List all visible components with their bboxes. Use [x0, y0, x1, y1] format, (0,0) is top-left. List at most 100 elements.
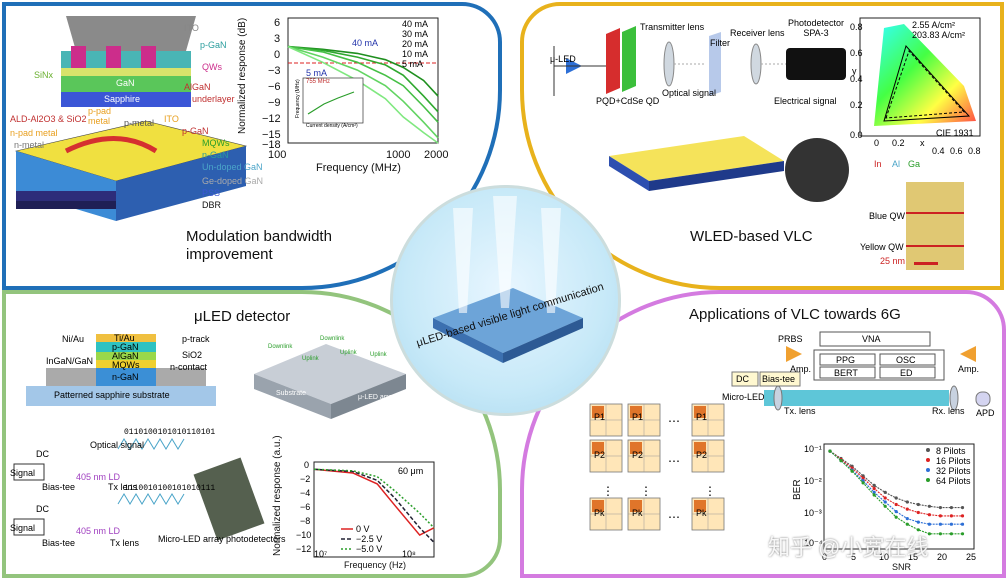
- label-biastee: Bias-tee: [762, 374, 796, 384]
- algan-layer: [61, 68, 191, 76]
- label-pss: PSS: [202, 188, 221, 198]
- pilot-cell: [630, 406, 642, 418]
- chart1-frame: [287, 17, 439, 144]
- grid-p1-b: P1: [632, 412, 644, 422]
- grid-p1-c: P1: [696, 412, 708, 422]
- chart3-xtick-3: 15: [908, 552, 919, 562]
- center-drawing: [433, 196, 583, 363]
- ber-point: [883, 496, 887, 500]
- chart3-ytick-3: 10⁻⁴: [804, 538, 823, 548]
- ber-point: [894, 502, 898, 507]
- svg-text:−6: −6: [268, 81, 281, 93]
- tem-image: [906, 182, 964, 270]
- ber-point: [949, 506, 953, 510]
- label-algan-d: AlGaN: [112, 351, 139, 361]
- ber-point: [894, 510, 898, 514]
- label-optical-signal: Optical signal: [90, 440, 145, 450]
- panel-vlc-6g: Applications of VLC towards 6G VNA PRBS …: [520, 290, 1006, 578]
- cie-legend-2: 203.83 A/cm²: [912, 30, 966, 40]
- label-micro-led: Micro-LED: [722, 392, 765, 402]
- cie-ytick-0: 0.0: [850, 130, 863, 140]
- label-yellow-qw: Yellow QW: [860, 242, 904, 252]
- label-underlayer: underlayer: [192, 94, 235, 104]
- series-line-30mA: [287, 45, 439, 113]
- label-n-contact: n-contact: [170, 362, 208, 372]
- grid-hdots-1: ⋯: [668, 414, 680, 428]
- label-ito2: ITO: [164, 114, 179, 124]
- chip-top: [609, 136, 784, 181]
- label-ld-1: 405 nm LD: [76, 472, 121, 482]
- cie-xtick-4: 0.8: [968, 146, 981, 156]
- chart2-ytick-3: −6: [300, 502, 311, 512]
- series-line-10mA: [287, 45, 439, 139]
- ber-point: [872, 486, 876, 491]
- ber-point: [960, 514, 965, 518]
- ber-point: [861, 479, 865, 483]
- cie-xtick-1: 0.2: [892, 138, 905, 148]
- device-front: [116, 146, 246, 221]
- ber-point: [828, 449, 832, 453]
- label-ito: ITO: [184, 23, 199, 33]
- label-array-pd: Micro-LED array photodetectors: [158, 534, 286, 544]
- chart2-ytick-4: −8: [300, 516, 311, 526]
- pilot-cell: [592, 442, 604, 454]
- element-ga: Ga: [908, 159, 921, 169]
- chart3-xtick-4: 20: [937, 552, 948, 562]
- grid-p2-c: P2: [696, 450, 708, 460]
- label-n-pad: n-pad metal: [10, 128, 58, 138]
- grid-hdots-3: ⋯: [668, 510, 680, 524]
- label-sio2: SiO2: [182, 350, 203, 360]
- annot-40: 40 mA: [352, 38, 379, 48]
- br-drawing: [589, 331, 991, 550]
- ber-point: [872, 483, 876, 487]
- series-line-40mA: [287, 45, 439, 97]
- pgan: [96, 342, 156, 352]
- pilot-cell: [630, 442, 642, 454]
- label-downlink-2: Downlink: [320, 336, 345, 342]
- label-rx-lens: Rx. lens: [932, 406, 965, 416]
- ber-point: [905, 517, 909, 521]
- chart3-xtick-5: 25: [966, 552, 977, 562]
- label-rx-lens: Receiver lens: [730, 28, 785, 38]
- label-amp-right: Amp.: [958, 364, 980, 374]
- chart3-xtick-0: 0: [822, 552, 828, 562]
- mqws: [96, 360, 156, 368]
- ed-box: [879, 366, 936, 379]
- tx-lens: [773, 385, 783, 411]
- sapphire-substrate: [26, 386, 216, 406]
- svg-text:−18: −18: [262, 139, 281, 151]
- bl-drawing: [13, 334, 435, 558]
- label-substrate-array: Substrate: [276, 390, 306, 397]
- light-cone-2: [493, 196, 517, 308]
- label-photodetector: Photodetector SPA-3: [787, 18, 845, 38]
- cie-gamut: [874, 24, 976, 126]
- grid-p2-a: P2: [594, 450, 606, 460]
- label-substrate: Patterned sapphire substrate: [54, 390, 170, 400]
- receiver-lens: [750, 43, 762, 85]
- chart2-ytick-0: 0: [304, 460, 310, 470]
- cdse-filter: [622, 26, 636, 92]
- cie-ytick-1: 0.2: [850, 100, 863, 110]
- ber-point: [938, 506, 942, 510]
- watermark: 知乎 @小宽在线: [768, 535, 929, 560]
- label-dc: DC: [736, 374, 749, 384]
- ber-point: [894, 515, 898, 519]
- vna-box: [819, 331, 931, 347]
- osc-box: [879, 353, 936, 366]
- ber-point: [960, 532, 965, 536]
- label-electrical-signal: Electrical signal: [774, 96, 837, 106]
- pqd-filter: [606, 28, 620, 94]
- label-pgan2: p-GaN: [182, 126, 209, 136]
- pilot-cell: [630, 500, 642, 512]
- pilot-cell: [694, 406, 706, 418]
- ber-point: [850, 469, 854, 473]
- svg-text:6: 6: [274, 17, 280, 29]
- ber-point: [949, 514, 953, 518]
- label-vna: VNA: [862, 334, 881, 344]
- label-osc: OSC: [896, 355, 916, 365]
- photodetector: [786, 48, 846, 80]
- grid-pk-b: Pk: [632, 508, 643, 518]
- chart1-xlabel: Frequency (MHz): [316, 162, 401, 174]
- legend-30: 30 mA: [402, 29, 429, 39]
- series-line-5mA: [287, 45, 439, 144]
